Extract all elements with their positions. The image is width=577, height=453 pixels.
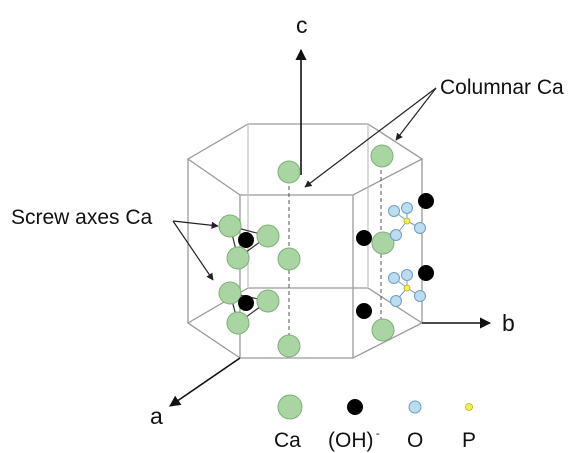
ca-atom bbox=[277, 160, 301, 184]
p-atom bbox=[403, 284, 411, 292]
oh-atom bbox=[418, 193, 434, 209]
o-atom bbox=[401, 202, 413, 214]
o-atom bbox=[414, 222, 426, 234]
ca-atom bbox=[277, 334, 301, 358]
p-atom bbox=[403, 217, 411, 225]
oh-atom bbox=[356, 230, 372, 246]
ca-atom bbox=[371, 231, 395, 255]
legend-label-p: P bbox=[462, 429, 477, 452]
ca-atom bbox=[370, 144, 394, 168]
screw-axes-ca-label: Screw axes Ca bbox=[11, 206, 153, 229]
legend-label-o: O bbox=[407, 429, 424, 452]
crystal-axes bbox=[169, 48, 492, 407]
ca-atom bbox=[218, 214, 242, 238]
a-axis-arrow bbox=[169, 357, 241, 407]
c-axis-label: c bbox=[296, 12, 308, 38]
legend-label-oh-superscript: - bbox=[376, 428, 380, 440]
blue-circle-icon bbox=[408, 400, 422, 414]
a-axis-label: a bbox=[150, 403, 163, 429]
legend-symbols bbox=[277, 394, 473, 420]
yellow-dot-icon bbox=[465, 403, 473, 411]
ca-atom bbox=[218, 281, 242, 305]
hydroxide-groups bbox=[238, 193, 434, 319]
oh-atom bbox=[418, 265, 434, 281]
oh-atom bbox=[238, 295, 254, 311]
b-axis-label: b bbox=[502, 310, 515, 336]
ca-atom bbox=[256, 224, 280, 248]
ca-atom bbox=[371, 318, 395, 342]
ca-atom bbox=[256, 289, 280, 313]
oh-atom bbox=[356, 303, 372, 319]
black-circle-icon bbox=[347, 399, 363, 415]
o-atom bbox=[390, 229, 402, 241]
annotation-arrows bbox=[172, 87, 437, 281]
o-atom bbox=[390, 295, 402, 307]
legend-label-ca: Ca bbox=[274, 429, 301, 452]
o-atom bbox=[388, 205, 400, 217]
phosphorus-atoms bbox=[403, 217, 411, 292]
oxygen-atoms bbox=[388, 202, 426, 307]
ca-atom bbox=[277, 247, 301, 271]
legend-label-oh: (OH) bbox=[328, 429, 374, 452]
ca-atom bbox=[226, 311, 250, 335]
oh-atom bbox=[238, 232, 254, 248]
green-circle-icon bbox=[277, 394, 303, 420]
ca-atom bbox=[226, 246, 250, 270]
o-atom bbox=[414, 290, 426, 302]
calcium-atoms bbox=[218, 144, 395, 358]
o-atom bbox=[401, 269, 413, 281]
o-atom bbox=[388, 272, 400, 284]
columnar-ca-label: Columnar Ca bbox=[440, 76, 564, 99]
